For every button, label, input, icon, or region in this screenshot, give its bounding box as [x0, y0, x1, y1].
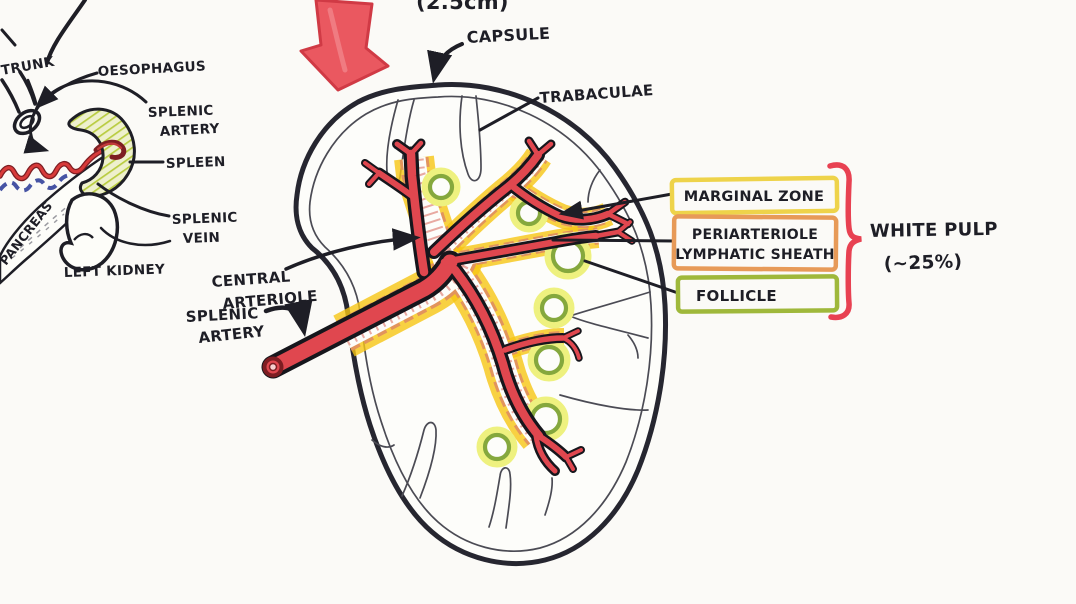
main-connectors [263, 42, 680, 338]
trabaculae-pointer [478, 96, 540, 132]
spleen-shape [67, 107, 136, 198]
legend: MARGINAL ZONE PERIARTERIOLE LYMPHATIC SH… [669, 175, 840, 314]
follicle [527, 338, 571, 382]
central-arteriole-label-1: CENTRAL [211, 268, 291, 291]
capsule-label: CAPSULE [466, 24, 550, 47]
left-kidney-shape [59, 192, 119, 272]
left-kidney-label: LEFT KIDNEY [64, 261, 166, 281]
follicle [421, 167, 461, 207]
spleen-section: CAPSULE TRABACULAE CENTRAL ARTERIOLE SPL… [185, 24, 998, 566]
kidney-hilum-line [73, 232, 94, 241]
trunk-line [26, 78, 38, 105]
splenic-artery-label-2: ARTERY [159, 121, 220, 140]
size-note: (2.5cm) [416, 0, 509, 14]
splenic-vein-label-1: SPLENIC [172, 210, 238, 228]
follicle-box-label: FOLLICLE [696, 287, 777, 305]
splenic-artery-vessel [0, 146, 109, 182]
splenic-artery-arc-arrow [23, 79, 148, 154]
splenic-artery-main-label-1: SPLENIC [185, 304, 259, 326]
pancreas-texture [11, 213, 65, 259]
white-pulp-percent: (~25%) [883, 251, 962, 275]
oesophagus-label: OESOPHAGUS [97, 58, 206, 80]
spleen-label: SPLEEN [166, 154, 226, 172]
splenic-artery-label-1: SPLENIC [148, 103, 214, 121]
follicle [533, 287, 575, 329]
follicle-pointer [583, 259, 680, 295]
central-arteriole-arrow [284, 228, 421, 271]
white-pulp-bracket [827, 162, 862, 321]
splenic-artery-arrow [263, 299, 313, 338]
follicle [476, 426, 518, 468]
capsule-inner-line [308, 95, 653, 552]
capsule-arrow [427, 42, 464, 84]
artery-tree [265, 138, 634, 474]
pals-box-label-2: LYMPHATIC SHEATH [675, 247, 835, 263]
splenic-vein-label-2: VEIN [183, 230, 221, 247]
artery-open-end [262, 356, 284, 378]
marginal-zone-box-label: MARGINAL ZONE [684, 189, 825, 205]
splenic-vein-pointer [96, 182, 171, 218]
splenic-vein-vessel [0, 173, 73, 193]
follicle-box [675, 274, 840, 314]
white-pulp-label: WHITE PULP [870, 219, 998, 242]
cropped-strokes [0, 0, 87, 65]
marginal-zone-box [669, 175, 840, 216]
big-red-arrow [299, 0, 390, 92]
splenic-vein-pointer-2 [99, 226, 172, 247]
pals-box [671, 214, 839, 272]
splenic-artery-hilum-hook [93, 139, 127, 160]
pals-box-label-1: PERIARTERIOLE [692, 227, 818, 243]
marginal-zone-pointer [558, 192, 674, 220]
pals-pointer [551, 238, 676, 243]
context-connectors [23, 71, 172, 247]
